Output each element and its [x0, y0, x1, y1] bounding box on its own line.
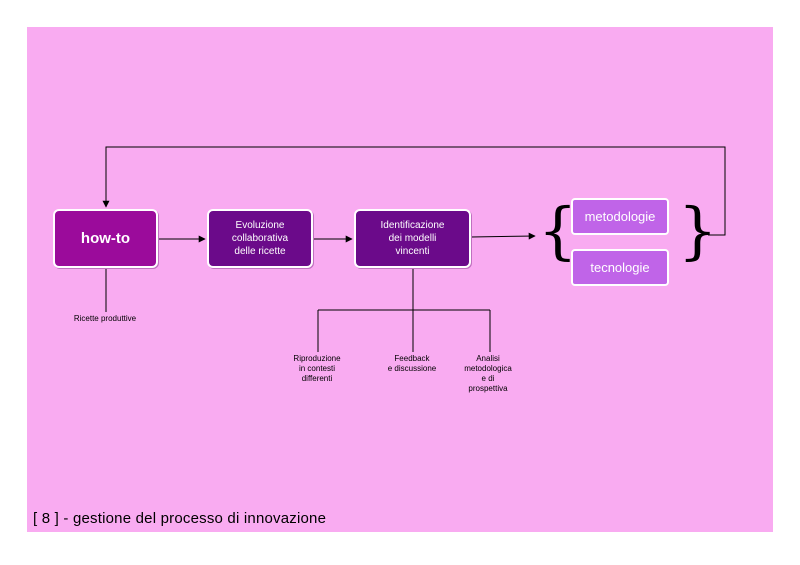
- identificazione-box: Identificazione dei modelli vincenti: [354, 209, 471, 268]
- feedback-loop-arrow: [102, 146, 726, 236]
- metodologie-label: metodologie: [584, 209, 656, 224]
- tecnologie-pill: tecnologie: [571, 249, 669, 286]
- slide-footer-caption: [ 8 ] - gestione del processo di innovaz…: [33, 510, 327, 527]
- evoluzione-label: Evoluzione collaborativa delle ricette: [231, 220, 289, 257]
- howto-box: how-to: [53, 209, 158, 268]
- tecnologie-label: tecnologie: [590, 260, 650, 275]
- metodologie-pill: metodologie: [571, 198, 669, 235]
- left-brace: {: [538, 194, 578, 267]
- analisi-label: Analisi metodologica e di prospettiva: [464, 354, 512, 393]
- riproduzione-label: Riproduzione in contesti differenti: [293, 354, 341, 383]
- evoluzione-box: Evoluzione collaborativa delle ricette: [207, 209, 313, 268]
- identificazione-label: Identificazione dei modelli vincenti: [380, 220, 445, 257]
- right-brace: }: [678, 194, 718, 267]
- howto-label: how-to: [80, 230, 131, 247]
- ricette-produttive-label: Ricette produttive: [73, 314, 137, 323]
- feedback-label: Feedback e discussione: [387, 354, 437, 373]
- arrow-identificazione-brace: [470, 232, 536, 240]
